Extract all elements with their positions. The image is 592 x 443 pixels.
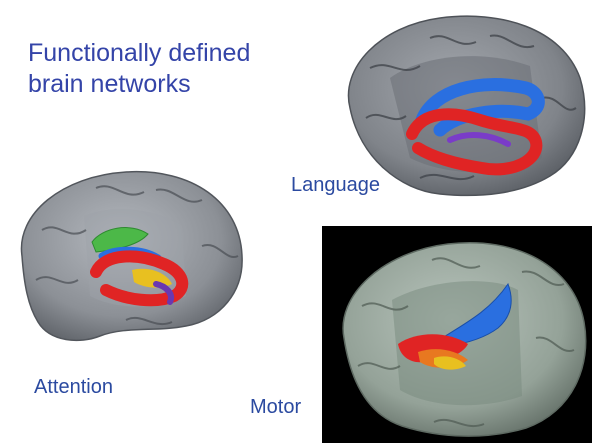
motor-label: Motor: [250, 396, 301, 419]
slide-title: Functionally defined brain networks: [28, 38, 250, 100]
attention-brain-panel: [6, 160, 250, 360]
language-label: Language: [291, 174, 380, 197]
motor-brain-image: [322, 226, 592, 443]
attention-brain-image: [6, 160, 250, 360]
attention-label: Attention: [34, 376, 113, 399]
slide-title-line-1: Functionally defined: [28, 38, 250, 69]
motor-brain-panel: [322, 226, 592, 443]
slide-title-line-2: brain networks: [28, 69, 250, 100]
